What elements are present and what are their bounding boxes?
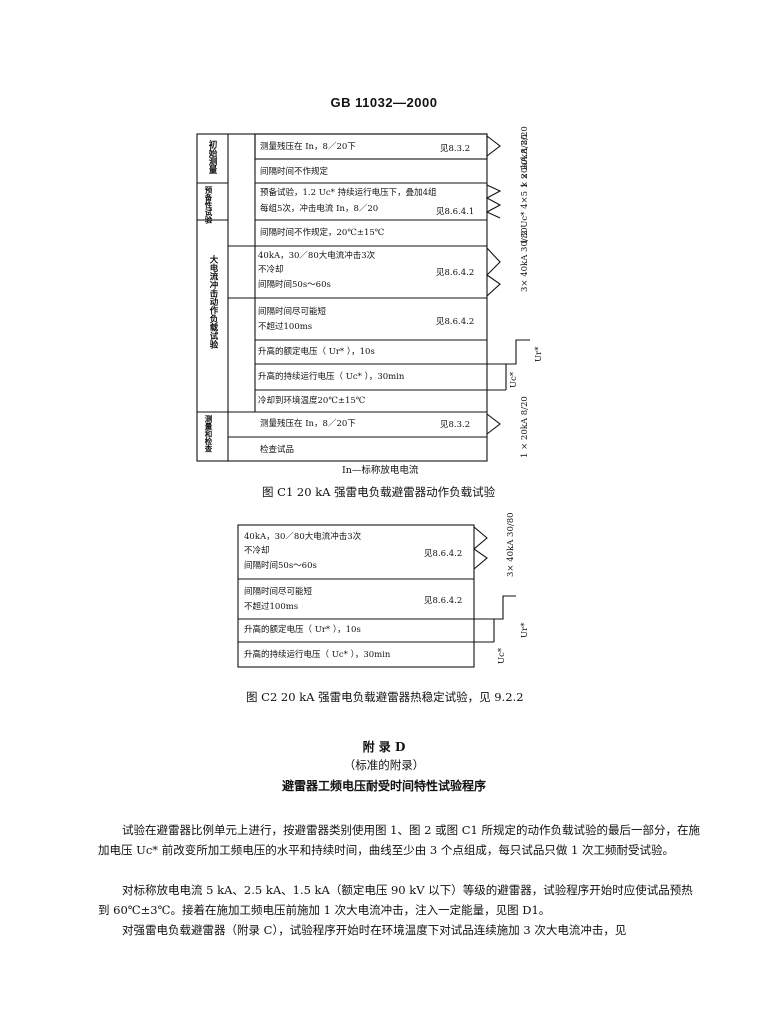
c1-row-1: 测量残压在 In，8／20下	[260, 142, 356, 152]
c1-row-4: 每组5次，冲击电流 In，8／20	[260, 204, 379, 214]
group-preliminary: 预备性试验	[204, 186, 213, 224]
c2-row-5-ref: 见8.6.4.2	[424, 596, 463, 606]
c1-row-11: 升高的额定电压（ Ur* ），10s	[258, 347, 375, 357]
c1-row-4-ref: 见8.6.4.1	[436, 207, 475, 217]
c1-row-7: 不冷却	[258, 265, 284, 275]
c1-row-6: 40kA，30／80大电流冲击3次	[258, 251, 376, 261]
c2-row-4: 间隔时间尽可能短	[244, 587, 313, 597]
group-initial-measure: 初始测量	[207, 140, 217, 174]
c1-row-14: 测量残压在 In，8／20下	[260, 419, 356, 429]
group-high-current: 大电流冲击动作负载试验	[208, 255, 218, 349]
c2-row-5: 不超过100ms	[244, 602, 299, 612]
c1-note: In—标称放电电流	[342, 465, 419, 476]
c2-side-ur: Ur*	[520, 622, 530, 638]
c1-row-9: 间隔时间尽可能短	[258, 307, 327, 317]
c2-side-uc: Uc*	[497, 647, 507, 664]
appendix-heading: 避雷器工频电压耐受时间特性试验程序	[281, 779, 486, 793]
c1-row-13: 冷却到环境温度20℃±15℃	[258, 396, 366, 406]
c2-caption: 图 C2 20 kA 强雷电负载避雷器热稳定试验，见 9.2.2	[246, 690, 524, 704]
c1-row-14-ref: 见8.3.2	[440, 420, 471, 430]
c1-row-12: 升高的持续运行电压（ Uc* ），30min	[258, 372, 405, 382]
c2-side-1: 3× 40kA 30/80	[506, 512, 516, 577]
c2-row-7: 升高的持续运行电压（ Uc* ），30min	[244, 650, 391, 660]
group-measure-check: 测量和检查	[204, 415, 213, 453]
c1-caption: 图 C1 20 kA 强雷电负载避雷器动作负载试验	[262, 485, 496, 499]
page-header: GB 11032—2000	[330, 95, 438, 110]
paragraph-2: 对标称放电电流 5 kA、2.5 kA、1.5 kA（额定电压 90 kV 以下…	[98, 883, 693, 917]
c2-row-1: 40kA，30／80大电流冲击3次	[244, 532, 362, 542]
c2-row-3: 间隔时间50s～60s	[244, 561, 317, 571]
c1-row-8: 间隔时间50s～60s	[258, 280, 331, 290]
c1-row-10: 不超过100ms	[258, 322, 313, 332]
c2-row-6: 升高的额定电压（ Ur* ），10s	[244, 625, 361, 635]
c1-row-15: 检查试品	[260, 445, 295, 455]
c1-row-10-ref: 见8.6.4.2	[436, 317, 475, 327]
c1-row-5: 间隔时间不作规定，20℃±15℃	[260, 228, 385, 238]
paragraph-3: 对强雷电负载避雷器（附录 C），试验程序开始时在环境温度下对试品连续施加 3 次…	[122, 923, 627, 937]
paragraph-1: 试验在避雷器比例单元上进行，按避雷器类别使用图 1、图 2 或图 C1 所规定的…	[98, 823, 701, 857]
c1-row-1-ref: 见8.3.2	[440, 144, 471, 154]
c1-row-3: 预备试验，1.2 Uc* 持续运行电压下，叠加4组	[260, 188, 437, 198]
c2-row-2: 不冷却	[244, 546, 270, 556]
c2-row-2-ref: 见8.6.4.2	[424, 549, 463, 559]
appendix-subtitle: （标准的附录）	[343, 758, 425, 772]
appendix-title: 附 录 D	[362, 740, 406, 754]
c1-row-2: 间隔时间不作规定	[260, 167, 329, 177]
c1-row-7-ref: 见8.6.4.2	[436, 268, 475, 278]
